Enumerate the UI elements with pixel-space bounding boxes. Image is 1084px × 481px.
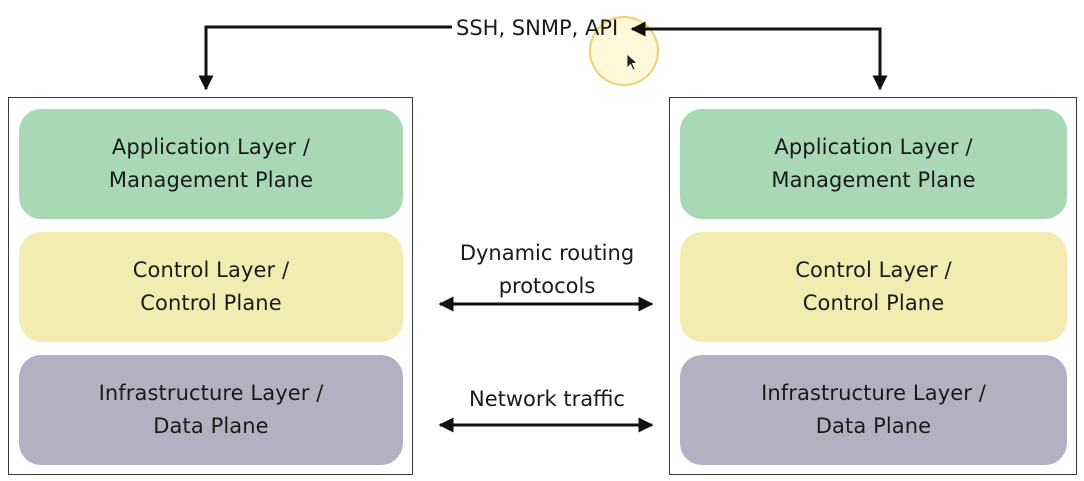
right-control-layer-line1: Control Layer / xyxy=(795,258,952,282)
management-protocols-label: SSH, SNMP, API xyxy=(456,16,619,40)
right-application-layer-line2: Management Plane xyxy=(771,168,976,192)
right-control-layer: Control Layer / Control Plane xyxy=(680,232,1067,342)
right-infrastructure-layer-line1: Infrastructure Layer / xyxy=(761,381,986,405)
network-traffic-label: Network traffic xyxy=(469,387,625,411)
routing-protocols-label-line2: protocols xyxy=(498,274,596,298)
routing-protocols-label-line1: Dynamic routing xyxy=(459,241,635,265)
management-arrow-right xyxy=(630,21,888,91)
right-application-layer-line1: Application Layer / xyxy=(774,135,973,159)
device-left: Application Layer / Management Plane Con… xyxy=(8,97,413,475)
right-application-layer: Application Layer / Management Plane xyxy=(680,109,1067,219)
left-control-layer-line1: Control Layer / xyxy=(132,258,290,282)
left-infrastructure-layer-line2: Data Plane xyxy=(153,414,269,438)
right-control-layer-line2: Control Plane xyxy=(802,291,945,315)
routing-protocols-label: Dynamic routing protocols xyxy=(437,237,657,303)
left-application-layer-line1: Application Layer / xyxy=(111,135,311,159)
left-control-layer-line2: Control Plane xyxy=(140,291,282,315)
right-infrastructure-layer-line2: Data Plane xyxy=(815,414,932,438)
left-application-layer-line2: Management Plane xyxy=(108,168,314,192)
right-infrastructure-layer: Infrastructure Layer / Data Plane xyxy=(680,355,1067,465)
left-infrastructure-layer: Infrastructure Layer / Data Plane xyxy=(19,355,403,465)
left-application-layer: Application Layer / Management Plane xyxy=(19,109,403,219)
left-infrastructure-layer-line1: Infrastructure Layer / xyxy=(98,381,324,405)
management-arrow-left xyxy=(198,25,452,91)
device-right: Application Layer / Management Plane Con… xyxy=(669,97,1077,475)
left-control-layer: Control Layer / Control Plane xyxy=(19,232,403,342)
